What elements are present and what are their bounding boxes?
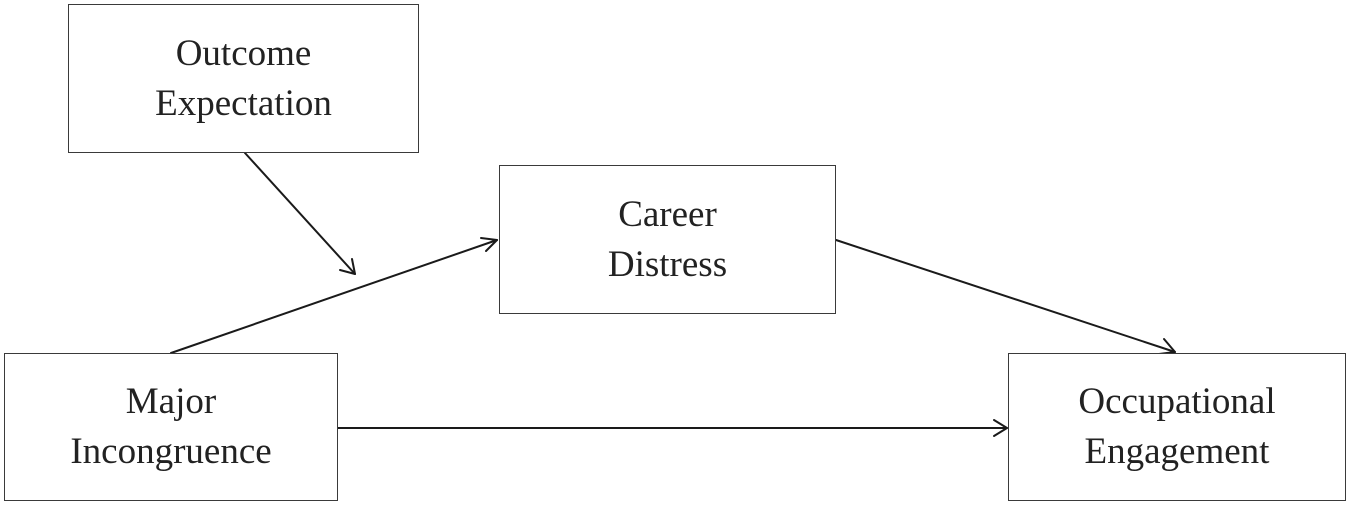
node-outcome-expectation-line1: Outcome <box>175 32 312 74</box>
node-outcome-expectation-line2: Expectation <box>155 82 332 124</box>
node-outcome-expectation: Outcome Expectation <box>68 4 419 153</box>
node-occupational-engagement-line1: Occupational <box>1078 381 1276 422</box>
node-major-incongruence-line2: Incongruence <box>70 431 272 472</box>
arrow-career-to-occupational <box>835 239 1176 355</box>
arrow-major-to-occupational <box>337 419 1008 437</box>
node-occupational-engagement: Occupational Engagement <box>1008 353 1346 501</box>
node-occupational-engagement-line2: Engagement <box>1084 431 1270 472</box>
node-major-incongruence-line1: Major <box>125 381 217 422</box>
node-major-incongruence: Major Incongruence <box>4 353 338 501</box>
node-career-distress: Career Distress <box>499 165 836 314</box>
node-career-distress-line2: Distress <box>607 243 728 285</box>
node-career-distress-line1: Career <box>618 193 717 235</box>
arrow-major-to-career <box>170 237 498 354</box>
arrow-outcome-moderation <box>244 152 356 275</box>
